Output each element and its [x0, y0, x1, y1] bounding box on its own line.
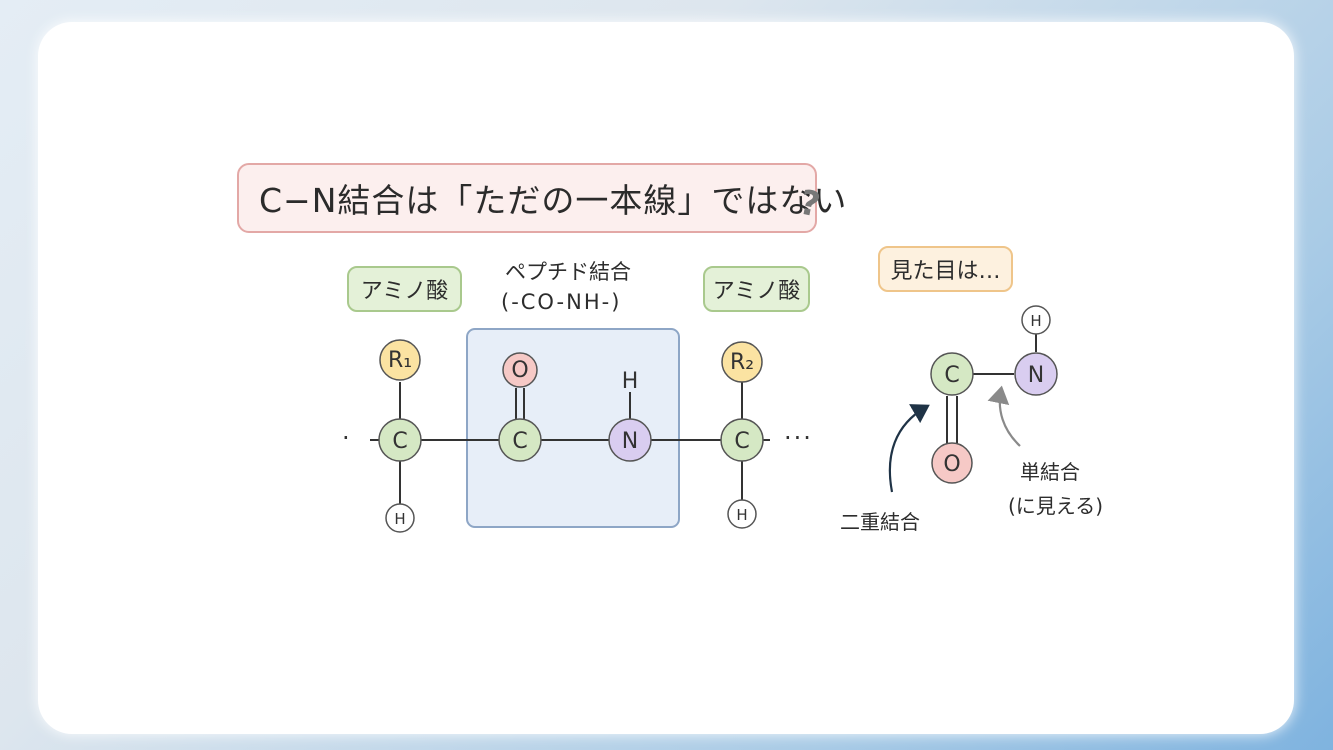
small-atom-n	[1014, 352, 1058, 396]
single-bond-note: (に見える)	[1008, 494, 1104, 518]
small-atom-h-label: H	[1030, 312, 1041, 330]
small-atom-o	[931, 442, 973, 484]
atom-n-amide-label: N	[622, 429, 638, 454]
amino-acid-right-label: アミノ酸	[712, 279, 801, 304]
small-atom-c-label: C	[944, 363, 959, 388]
atom-h-right	[727, 499, 757, 529]
small-atom-n-label: N	[1028, 363, 1044, 388]
peptide-formula-label: (-CO-NH-)	[501, 290, 622, 314]
appearance-label: 見た目は…	[890, 259, 1001, 284]
atom-h-amide-label: H	[622, 369, 639, 394]
atom-c-carbonyl-label: C	[512, 429, 527, 454]
atom-r2-label: R₂	[730, 350, 754, 375]
amino-acid-left-tag: アミノ酸	[347, 266, 462, 312]
backbone-dots-left: ·	[342, 424, 350, 452]
appearance-tag: 見た目は…	[878, 246, 1013, 292]
atom-c-alpha-right-label: C	[734, 429, 749, 454]
small-atom-o-label: O	[943, 452, 960, 477]
atom-o-carbonyl-label: O	[511, 358, 528, 383]
atom-o-carbonyl	[502, 352, 538, 388]
atom-c-alpha-right	[720, 418, 764, 462]
backbone-dots-right: ···	[784, 424, 813, 452]
double-bond-arrow	[888, 404, 930, 493]
single-bond-label: 単結合	[1020, 460, 1080, 484]
atom-r1	[379, 339, 421, 381]
amino-acid-right-tag: アミノ酸	[703, 266, 810, 312]
title-box: C−N結合は「ただの一本線」ではない	[237, 163, 846, 233]
atom-r2	[721, 341, 763, 383]
double-bond-label: 二重結合	[840, 510, 920, 534]
single-bond-arrow	[987, 385, 1021, 447]
atom-r1-label: R₁	[388, 348, 412, 373]
atom-h-left-label: H	[394, 510, 405, 528]
atom-c-carbonyl	[498, 418, 542, 462]
atom-h-right-label: H	[736, 506, 747, 524]
small-atom-h	[1021, 305, 1051, 335]
amino-acid-left-label: アミノ酸	[360, 279, 449, 304]
atom-h-left	[385, 503, 415, 533]
peptide-bond-label: ペプチド結合	[505, 260, 631, 284]
small-atom-c	[930, 352, 974, 396]
slide-title: C−N結合は「ただの一本線」ではない	[259, 181, 848, 220]
atom-c-alpha-left-label: C	[392, 429, 407, 454]
atom-n-amide	[608, 418, 652, 462]
atom-c-alpha-left	[378, 418, 422, 462]
